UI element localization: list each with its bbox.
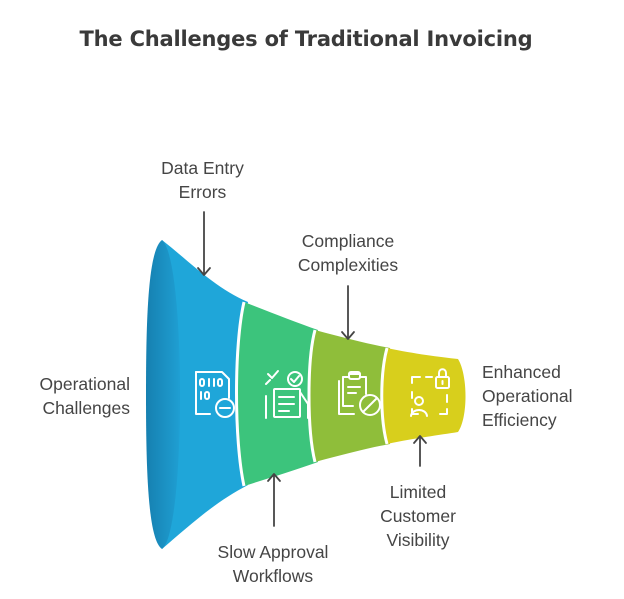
- arrow-slow-approval-workflows: [267, 473, 281, 527]
- funnel-segment-limited-customer-visibility: [381, 348, 466, 444]
- compliance-document-icon: [338, 371, 381, 416]
- label-line: Errors: [178, 182, 227, 202]
- label-line: Slow Approval: [217, 542, 329, 562]
- label-line: Challenges: [42, 398, 130, 418]
- segment-divider: [307, 329, 317, 463]
- data-entry-error-icon: [195, 371, 235, 418]
- approval-checklist-icon: [265, 370, 309, 419]
- label-line: Visibility: [386, 530, 450, 550]
- label-data-entry-errors: Data Entry Errors: [140, 156, 265, 204]
- label-line: Enhanced: [482, 362, 561, 382]
- segment-divider: [235, 301, 246, 487]
- arrow-limited-customer-visibility: [413, 435, 427, 467]
- label-slow-approval-workflows: Slow Approval Workflows: [203, 540, 343, 588]
- label-line: Compliance: [301, 231, 395, 251]
- label-line: Customer: [380, 506, 456, 526]
- diagram-title: The Challenges of Traditional Invoicing: [79, 27, 533, 51]
- label-line: Limited: [389, 482, 447, 502]
- arrow-data-entry-errors: [197, 211, 211, 276]
- arrow-compliance-complexities: [341, 285, 355, 340]
- label-line: Workflows: [232, 566, 314, 586]
- funnel-mouth: [146, 240, 180, 549]
- label-line: Complexities: [297, 255, 399, 275]
- label-limited-customer-visibility: Limited Customer Visibility: [358, 480, 478, 552]
- funnel-segment-slow-approval-workflows: [236, 302, 318, 486]
- label-line: Efficiency: [482, 410, 557, 430]
- label-compliance-complexities: Compliance Complexities: [283, 229, 413, 277]
- segment-divider: [380, 347, 389, 445]
- label-operational-challenges: Operational Challenges: [10, 372, 130, 420]
- funnel-segment-compliance-complexities: [309, 330, 390, 462]
- label-line: Data Entry: [161, 158, 244, 178]
- label-line: Operational: [39, 374, 130, 394]
- locked-user-icon: [410, 368, 450, 417]
- label-enhanced-operational-efficiency: Enhanced Operational Efficiency: [482, 360, 612, 432]
- label-line: Operational: [482, 386, 573, 406]
